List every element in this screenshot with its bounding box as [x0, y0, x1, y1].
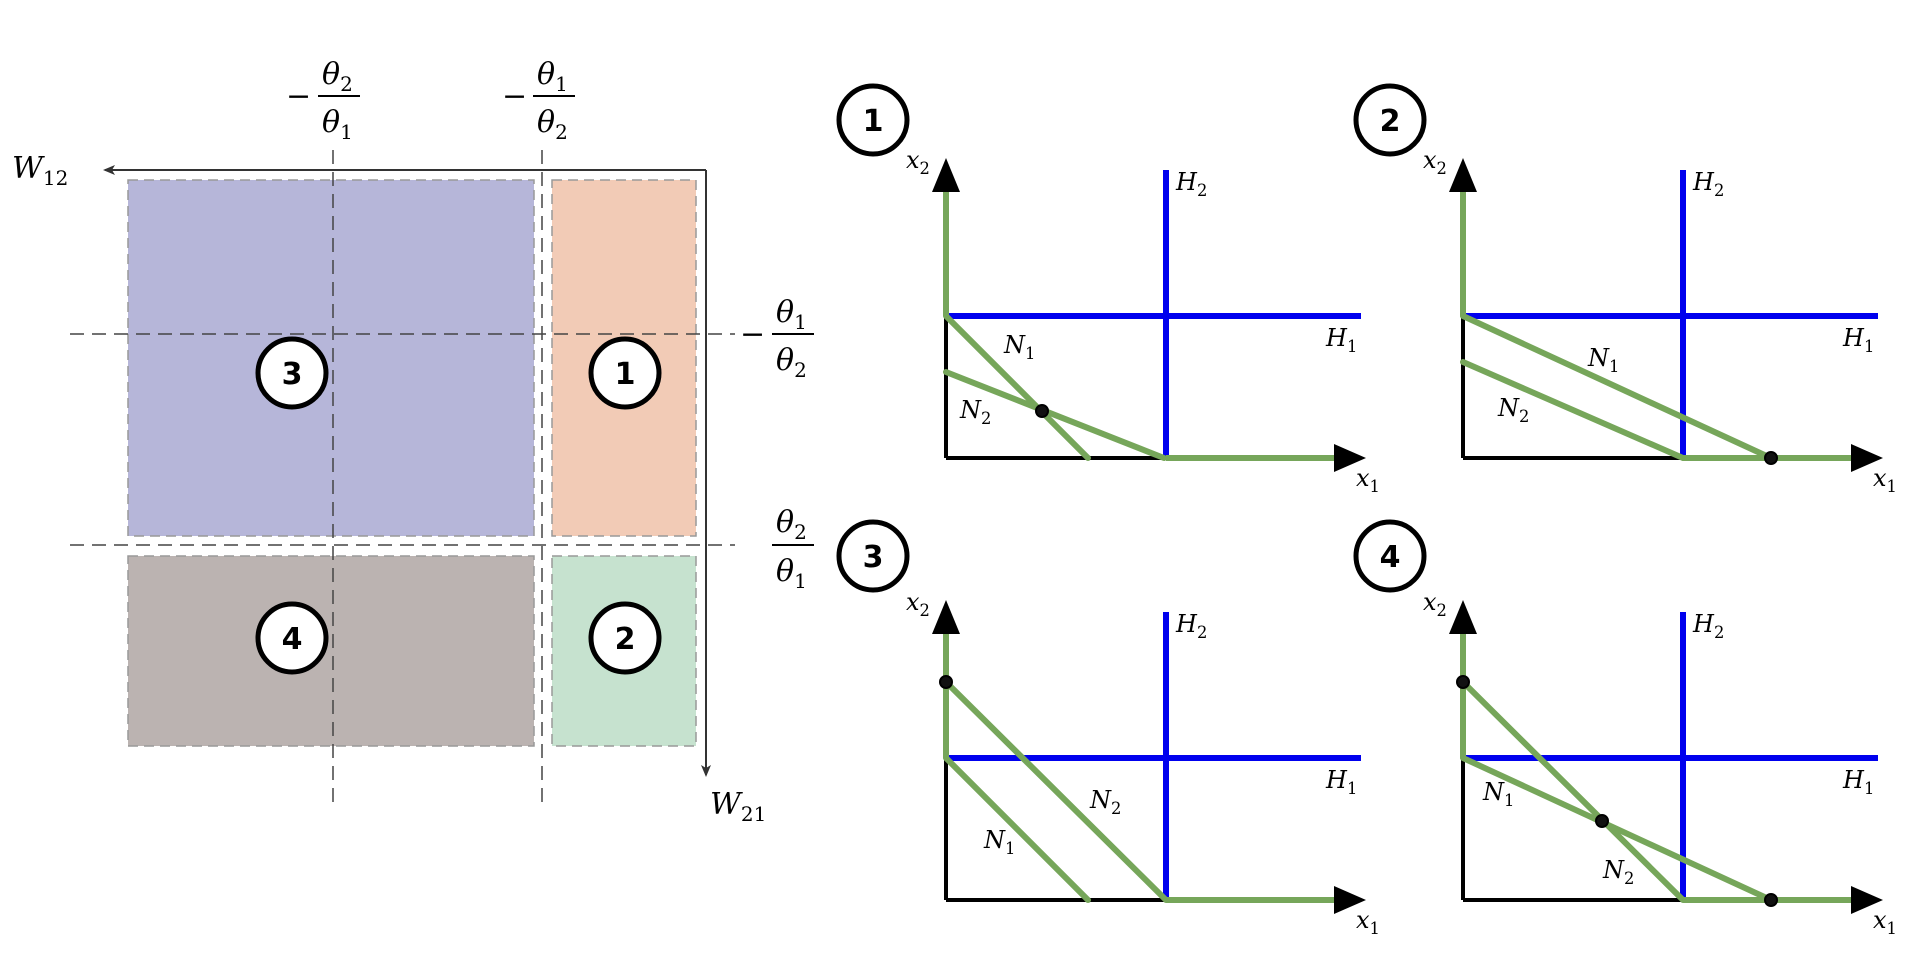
region-3-rect: [128, 180, 534, 536]
region-4-outline: [127, 555, 535, 747]
fixed-point-dot: [939, 675, 953, 689]
region-badge-1: 1: [588, 336, 662, 410]
h2-label: H2: [1175, 610, 1207, 642]
x2-axis-label: x2: [1423, 146, 1447, 178]
x2-arrowhead: [932, 158, 960, 192]
parameter-space-diagram: W12 W21 − θ2 θ1 − θ1 θ2 − θ1 θ2 θ2 θ1: [12, 57, 814, 826]
x1-arrowhead: [1334, 886, 1366, 914]
fixed-point-dot: [1035, 404, 1049, 418]
svg-text:θ1: θ1: [322, 105, 353, 144]
svg-text:1: 1: [863, 104, 884, 139]
x1-axis-label: x1: [1873, 906, 1897, 938]
nullcline-1: [943, 679, 1169, 903]
svg-text:θ1: θ1: [537, 57, 568, 96]
n1-label: N1: [1482, 778, 1514, 810]
svg-text:3: 3: [863, 540, 884, 575]
nullcline-2: [1460, 755, 1774, 903]
region-1-outline: [551, 179, 697, 537]
fixed-point-dot: [1764, 451, 1778, 465]
svg-text:θ1: θ1: [776, 295, 807, 334]
region-3-outline: [127, 179, 535, 537]
nullcline-1: [943, 313, 1091, 461]
x2-arrowhead: [932, 600, 960, 634]
region-4-rect: [128, 556, 534, 746]
svg-text:3: 3: [282, 357, 303, 392]
region-2-outline: [551, 555, 697, 747]
x1-arrowhead: [1334, 444, 1366, 472]
svg-text:−: −: [286, 79, 311, 114]
panel-badge-2: 2: [1353, 83, 1427, 157]
svg-text:θ1: θ1: [776, 554, 807, 593]
x2-axis-label: x2: [1423, 588, 1447, 620]
h1-label: H1: [1325, 766, 1357, 798]
svg-text:θ2: θ2: [776, 505, 807, 544]
panel-badge-4: 4: [1353, 519, 1427, 593]
svg-text:θ2: θ2: [537, 105, 568, 144]
svg-text:−: −: [740, 317, 765, 352]
x1-arrowhead: [1851, 886, 1883, 914]
fixed-point-dot: [1595, 814, 1609, 828]
region-badge-2: 2: [588, 601, 662, 675]
fixed-point-dot: [1764, 893, 1778, 907]
nullcline-1: [1460, 679, 1686, 903]
svg-text:θ2: θ2: [322, 57, 353, 96]
panel-badge-3: 3: [836, 519, 910, 593]
n2-label: N2: [1602, 856, 1634, 888]
row-label-neg-theta1-over-theta2: − θ1 θ2: [740, 295, 814, 382]
n2-label: N2: [1089, 786, 1121, 818]
region-badge-3: 3: [255, 336, 329, 410]
nullcline-2: [943, 369, 1167, 461]
nullcline-2: [943, 755, 1091, 903]
h1-label: H1: [1842, 324, 1874, 356]
svg-text:−: −: [502, 79, 527, 114]
svg-text:2: 2: [615, 622, 636, 657]
row-label-theta2-over-theta1: θ2 θ1: [772, 505, 814, 593]
nullcline-1: [1460, 313, 1774, 461]
svg-text:4: 4: [1380, 540, 1401, 575]
h2-label: H2: [1692, 168, 1724, 200]
x1-axis-label: x1: [1356, 906, 1380, 938]
n1-label: N1: [1003, 331, 1035, 363]
h1-label: H1: [1842, 766, 1874, 798]
n2-label: N2: [1497, 394, 1529, 426]
w12-label: W12: [12, 151, 68, 190]
phase-plane-panels: x2x1H2H1N1N21x2x1H2H1N1N22x2x1H2H1N1N23x…: [836, 83, 1897, 938]
x2-arrowhead: [1449, 158, 1477, 192]
svg-text:2: 2: [1380, 104, 1401, 139]
w21-label: W21: [710, 787, 766, 826]
svg-text:4: 4: [282, 622, 303, 657]
x2-axis-label: x2: [906, 146, 930, 178]
col-label-neg-theta1-over-theta2: − θ1 θ2: [502, 57, 575, 144]
nullcline-2: [1460, 359, 1686, 461]
n1-label: N1: [983, 826, 1015, 858]
col-label-neg-theta2-over-theta1: − θ2 θ1: [286, 57, 360, 144]
h2-label: H2: [1692, 610, 1724, 642]
h1-label: H1: [1325, 324, 1357, 356]
region-badge-4: 4: [255, 601, 329, 675]
h2-label: H2: [1175, 168, 1207, 200]
svg-text:θ2: θ2: [776, 343, 807, 382]
panel-badge-1: 1: [836, 83, 910, 157]
n2-label: N2: [959, 396, 991, 428]
x2-axis-label: x2: [906, 588, 930, 620]
x1-arrowhead: [1851, 444, 1883, 472]
fixed-point-dot: [1456, 675, 1470, 689]
n1-label: N1: [1587, 344, 1619, 376]
x1-axis-label: x1: [1873, 464, 1897, 496]
x2-arrowhead: [1449, 600, 1477, 634]
x1-axis-label: x1: [1356, 464, 1380, 496]
svg-text:1: 1: [615, 357, 636, 392]
